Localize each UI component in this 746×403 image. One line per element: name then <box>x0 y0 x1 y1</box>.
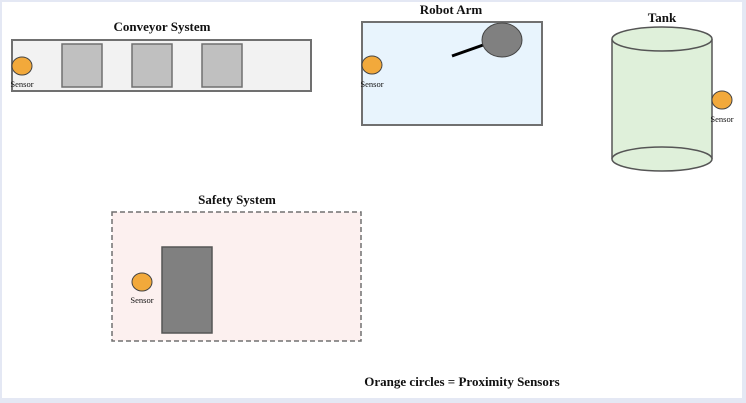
industrial-diagram: Conveyor System Sensor Robot Arm Sensor … <box>10 2 734 389</box>
sensor-icon <box>711 90 733 110</box>
tank-system: Tank Sensor <box>611 10 734 172</box>
legend-text: Orange circles = Proximity Sensors <box>364 374 559 389</box>
conveyor-item <box>201 43 243 88</box>
robot-arm-title: Robot Arm <box>420 2 483 17</box>
tank-body <box>612 39 712 159</box>
safety-machine <box>161 246 213 334</box>
tank-sensor-label: Sensor <box>710 114 733 124</box>
sensor-icon <box>361 55 383 75</box>
robot-arm-system: Robot Arm Sensor <box>360 2 543 126</box>
tank-title: Tank <box>648 10 677 25</box>
tank-top <box>611 26 713 52</box>
tank-bottom <box>611 146 713 172</box>
conveyor-system: Conveyor System Sensor <box>10 19 312 92</box>
sensor-icon <box>131 272 153 292</box>
safety-sensor-label: Sensor <box>130 295 153 305</box>
robot-arm-joint <box>481 22 523 58</box>
sensor-icon <box>11 56 33 76</box>
safety-title: Safety System <box>198 192 276 207</box>
conveyor-title: Conveyor System <box>114 19 211 34</box>
conveyor-item <box>61 43 103 88</box>
conveyor-item <box>131 43 173 88</box>
safety-system: Safety System Sensor <box>111 192 362 342</box>
robot-arm-link <box>451 42 487 58</box>
robot-arm-sensor-label: Sensor <box>360 79 383 89</box>
conveyor-sensor-label: Sensor <box>10 79 33 89</box>
safety-zone <box>111 211 362 342</box>
diagram-canvas: Conveyor System Sensor Robot Arm Sensor … <box>2 2 742 398</box>
